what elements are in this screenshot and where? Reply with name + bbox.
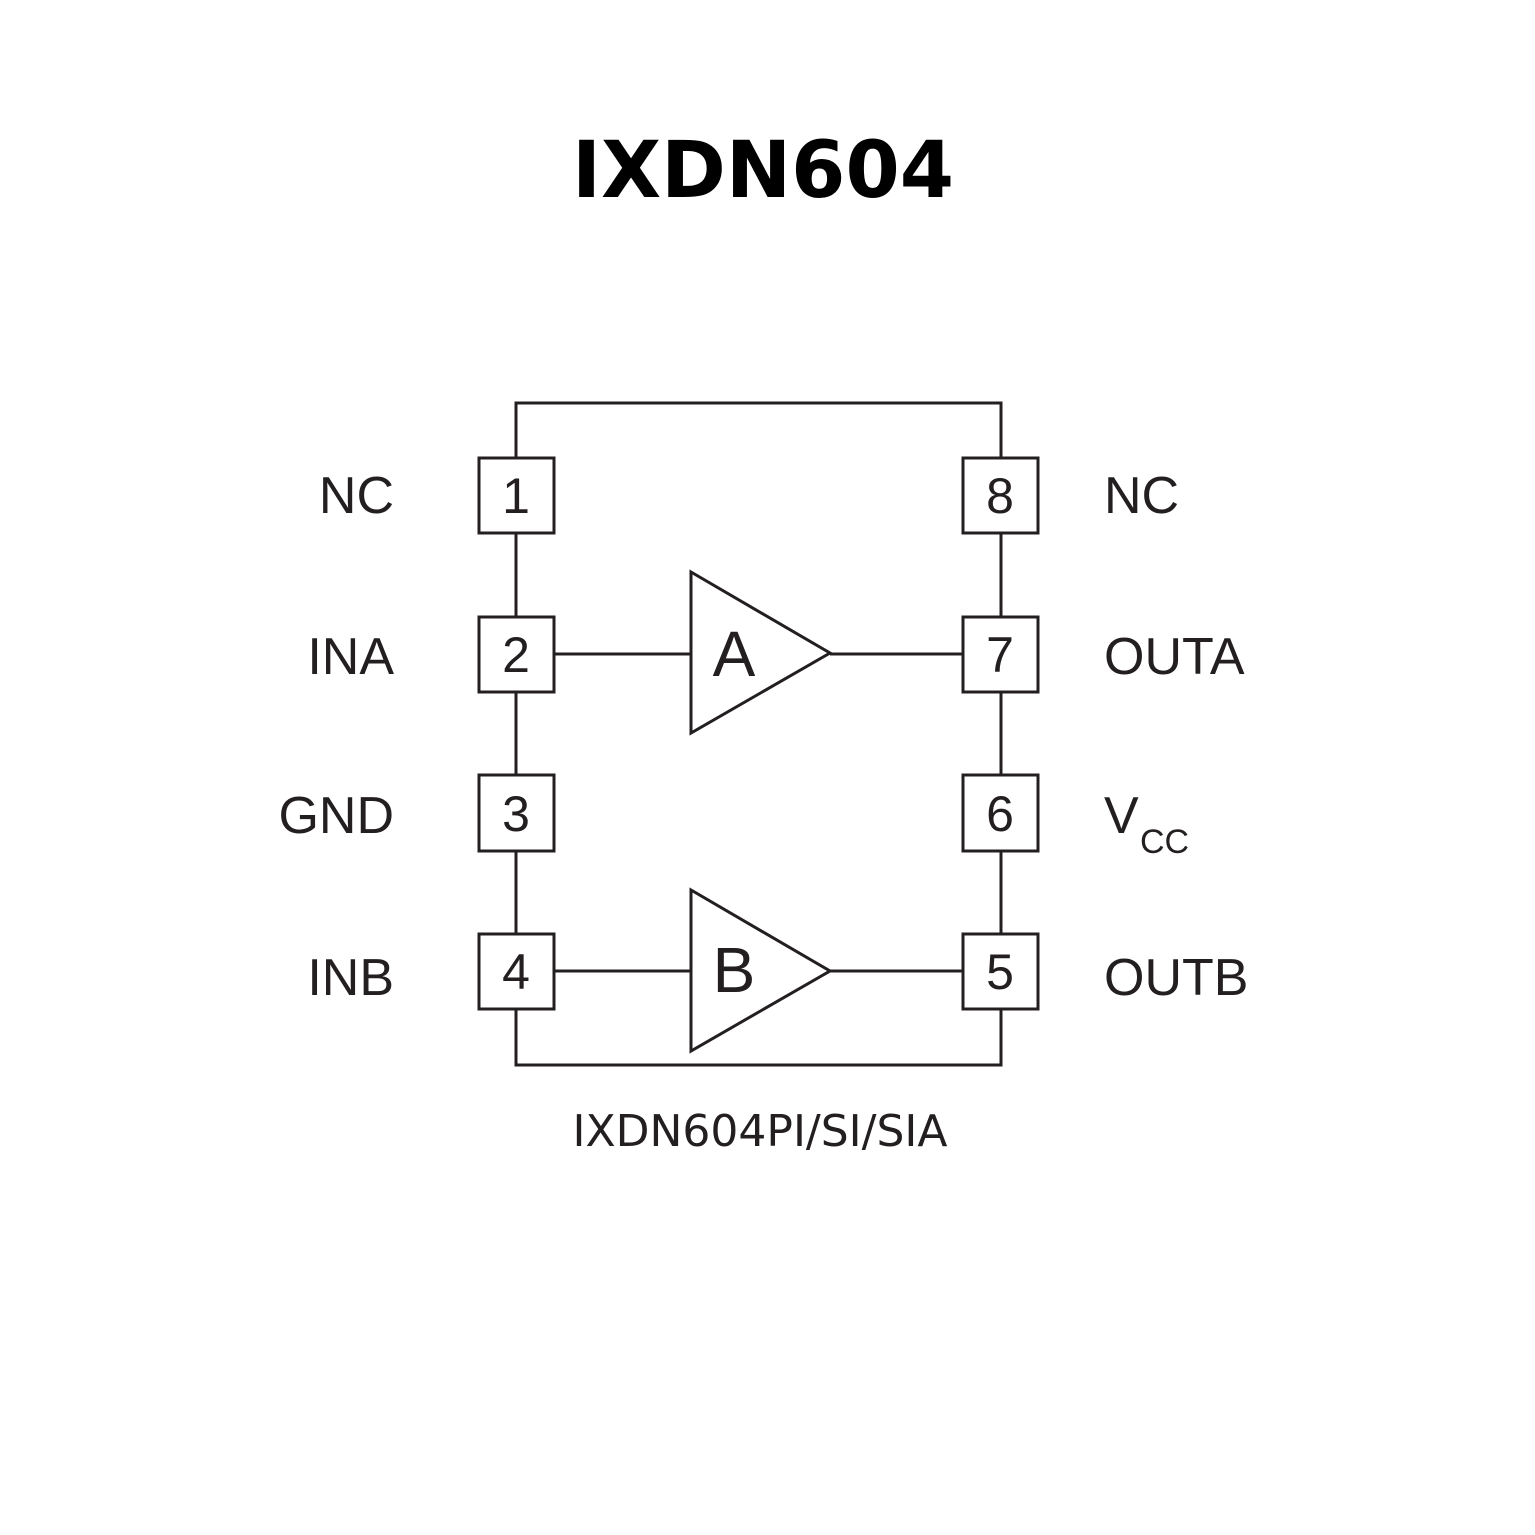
driver-a-triangle <box>689 569 833 736</box>
pin-number: 3 <box>502 786 530 842</box>
pin-name: OUTB <box>1104 949 1248 1007</box>
pin-name: INB <box>307 949 394 1007</box>
pin-4: 4 INB <box>307 932 556 1011</box>
package-top-outline <box>514 401 1003 458</box>
pin-number: 2 <box>502 627 530 683</box>
pin-name: NC <box>1104 467 1179 525</box>
pin-number: 6 <box>986 786 1014 842</box>
pin-7: 7 OUTA <box>961 615 1245 694</box>
pin-2: 2 INA <box>307 615 556 694</box>
pin-name: V <box>1104 787 1139 845</box>
driver-b-triangle <box>689 887 833 1054</box>
pin-6: 6 V CC <box>961 773 1189 861</box>
pin-name: OUTA <box>1104 628 1245 686</box>
pin-5: 5 OUTB <box>961 932 1248 1011</box>
pin-1: 1 NC <box>319 456 556 535</box>
pin-name: INA <box>307 628 394 686</box>
pin-name: NC <box>319 467 394 525</box>
chip-title: IXDN604 <box>572 126 954 216</box>
pin-8: 8 NC <box>961 456 1179 535</box>
part-number-caption: IXDN604PI/SI/SIA <box>573 1106 948 1157</box>
package-bottom-outline <box>514 1009 1003 1067</box>
pin-3: 3 GND <box>278 773 556 853</box>
pin-name: GND <box>278 787 394 845</box>
pin-number: 4 <box>502 944 530 1000</box>
pin-name-subscript: CC <box>1140 823 1189 861</box>
pin-number: 8 <box>986 468 1014 524</box>
driver-a-label: A <box>713 618 756 690</box>
pin-number: 1 <box>502 468 530 524</box>
pin-number: 7 <box>986 627 1014 683</box>
pin-number: 5 <box>986 944 1014 1000</box>
driver-b-label: B <box>713 934 756 1006</box>
